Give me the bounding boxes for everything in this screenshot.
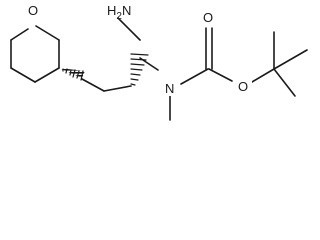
bond-tbu-me-down	[273, 68, 296, 97]
bond-stereocenter-n	[139, 57, 159, 71]
structure-diagram: O H2N N O O	[10, 2, 308, 121]
hash-lines-ring	[62, 68, 84, 81]
atom-carbonyl-oxygen: O	[201, 8, 217, 26]
atom-ester-oxygen: O	[236, 77, 252, 95]
atom-ring-oxygen: O	[27, 2, 41, 18]
hash-lines-amine	[130, 53, 149, 86]
bond-ch2-nh2	[117, 17, 141, 41]
atom-carbamate-nitrogen: N	[163, 80, 177, 96]
atom-amine: H2N	[107, 3, 131, 22]
bond-carbonyl-ester-o	[208, 68, 233, 82]
carbonyl-oxygen-label: O	[203, 10, 213, 25]
bond-tbu-me-right	[273, 49, 308, 70]
amine-label: H2N	[107, 3, 131, 22]
bond-n-carbonyl	[180, 68, 209, 85]
ester-oxygen-label: O	[238, 79, 248, 94]
bond-ester-o-tbu	[251, 68, 275, 83]
ring-bond-c6-o	[10, 28, 29, 41]
ring-bond-c4-c5	[10, 67, 36, 83]
ring-bond-c3-c4	[34, 67, 60, 83]
molecule-svg: O H2N N O O	[10, 2, 308, 121]
bond-stereocenter-ch2	[103, 85, 132, 92]
hashed-wedge-bond-ring	[59, 68, 85, 78]
ring-oxygen-label: O	[28, 3, 38, 18]
ring-bond-o-c2	[35, 25, 60, 41]
carbamate-nitrogen-label: N	[165, 81, 174, 96]
tetrahydropyran-ring	[10, 25, 60, 83]
bond-ch2-stereocenter	[81, 78, 105, 92]
